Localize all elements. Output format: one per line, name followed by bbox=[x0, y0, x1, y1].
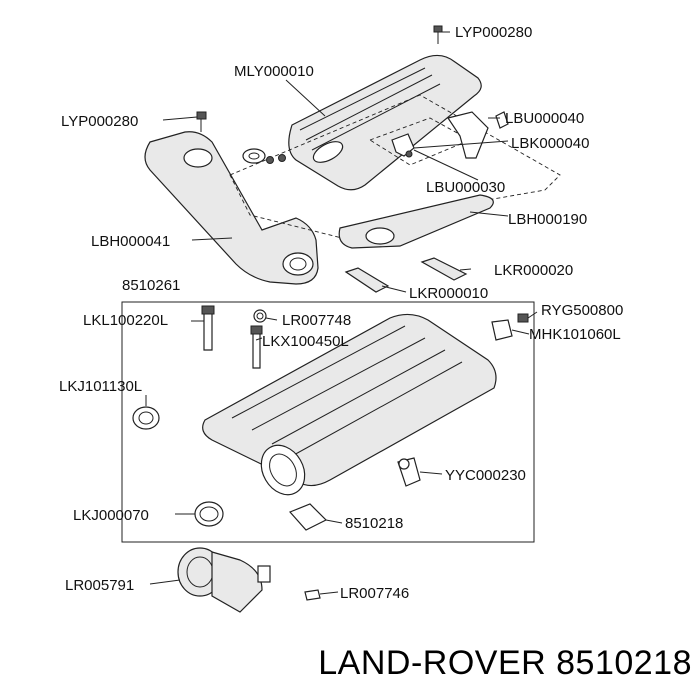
callout-label: LBH000190 bbox=[508, 211, 587, 228]
sensor-parts bbox=[491, 313, 529, 341]
footer-part-caption: LAND-ROVER 8510218 bbox=[318, 644, 692, 682]
grommet-parts bbox=[242, 148, 286, 164]
callout-label: 8510218 bbox=[345, 515, 403, 532]
bracket-part bbox=[391, 133, 415, 158]
air-duct-cover-part bbox=[144, 131, 319, 285]
callout-label: LKR000010 bbox=[409, 285, 488, 302]
valve-part bbox=[397, 457, 421, 487]
cover-frame-outline bbox=[229, 94, 561, 241]
callout-label: LR007748 bbox=[282, 312, 351, 329]
callout-label: MLY000010 bbox=[234, 63, 314, 80]
callout-label: LBU000040 bbox=[505, 110, 584, 127]
callout-label: LBU000030 bbox=[426, 179, 505, 196]
callout-label: LR007746 bbox=[340, 585, 409, 602]
callout-label: LKL100220L bbox=[83, 312, 168, 329]
manifold-bolt-parts bbox=[201, 305, 267, 369]
intake-manifold-part bbox=[202, 313, 497, 496]
leader-lines bbox=[145, 31, 538, 595]
callout-label: MHK101060L bbox=[529, 326, 621, 343]
callout-label: LYP000280 bbox=[455, 24, 532, 41]
callout-label: LKJ101130L bbox=[59, 378, 142, 395]
callout-label: LKR000020 bbox=[494, 262, 573, 279]
callout-label: LBH000041 bbox=[91, 233, 170, 250]
clip-part bbox=[447, 111, 509, 159]
seal-parts bbox=[344, 257, 468, 293]
heat-shield-part bbox=[338, 194, 494, 249]
callout-label: LR005791 bbox=[65, 577, 134, 594]
throttle-body-part bbox=[177, 547, 271, 613]
small-clip-part bbox=[304, 589, 321, 601]
seal-ring-parts bbox=[132, 406, 224, 527]
engine-cover-part bbox=[288, 54, 482, 191]
manifold-gasket-part bbox=[288, 503, 328, 531]
callout-label: YYC000230 bbox=[445, 467, 526, 484]
bolt-part-top bbox=[433, 25, 443, 44]
callout-label: LKJ000070 bbox=[73, 507, 149, 524]
bolt-part-left bbox=[196, 111, 207, 132]
callout-label: LBK000040 bbox=[511, 135, 589, 152]
callout-label: 8510261 bbox=[122, 277, 180, 294]
assembly-bracket-box bbox=[121, 301, 535, 543]
callout-label: LYP000280 bbox=[61, 113, 138, 130]
callout-label: RYG500800 bbox=[541, 302, 623, 319]
callout-label: LKX100450L bbox=[262, 333, 349, 350]
